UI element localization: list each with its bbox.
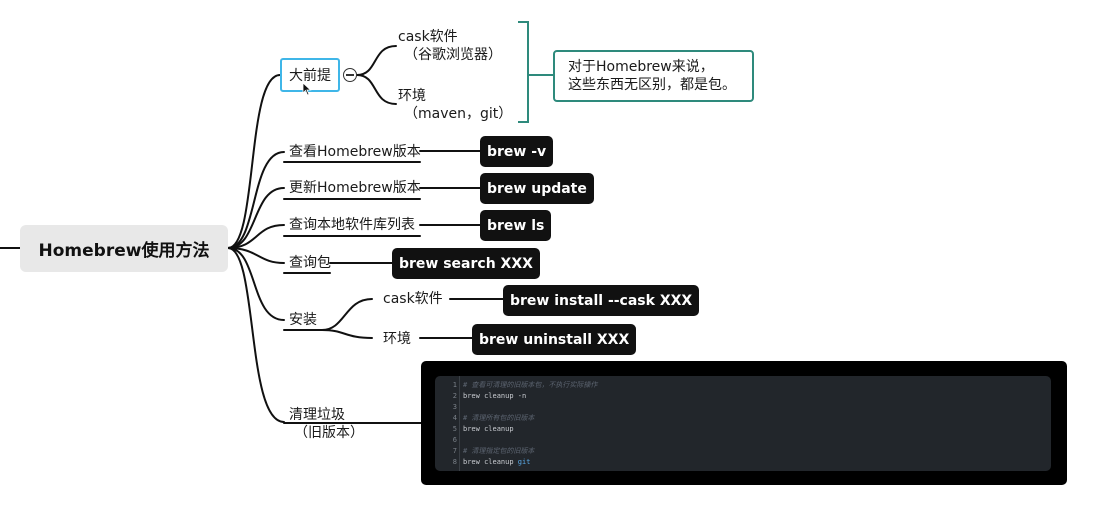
code-text: brew cleanup -n xyxy=(463,392,527,400)
summary-note-line2: 这些东西无区别，都是包。 xyxy=(568,77,736,93)
install-cask-command[interactable]: brew install --cask XXX xyxy=(503,285,700,316)
edge-install-cask xyxy=(321,298,373,331)
root-node[interactable]: Homebrew使用方法 xyxy=(20,225,228,272)
search-node[interactable]: 查询包 xyxy=(289,255,331,271)
install-cask-node[interactable]: cask软件 xyxy=(383,291,443,307)
line-number: 6 xyxy=(452,436,457,444)
code-keyword: git xyxy=(517,458,531,466)
premise-label: 大前提 xyxy=(289,68,331,84)
edge-install xyxy=(227,247,285,321)
list-node[interactable]: 查询本地软件库列表 xyxy=(289,217,415,233)
premise-cask-label: cask软件 xyxy=(398,29,458,45)
cleanup-label: 清理垃圾 xyxy=(289,407,345,423)
line-number: 1 xyxy=(452,381,457,389)
install-node[interactable]: 安装 xyxy=(289,312,317,328)
line-number: 7 xyxy=(452,447,457,455)
summary-note[interactable]: 对于Homebrew来说， 这些东西无区别，都是包。 xyxy=(553,50,754,102)
edge-premise-cask xyxy=(356,45,397,76)
collapse-toggle-icon[interactable] xyxy=(343,68,357,82)
edge-version xyxy=(227,151,285,249)
edge-install-env xyxy=(321,329,373,339)
install-env-command[interactable]: brew uninstall XXX xyxy=(472,324,637,355)
premise-env-node[interactable]: 环境 （maven，git） xyxy=(398,87,512,123)
cleanup-code-image: 1 # 查看可清理的旧版本包，不执行实际操作 2 brew cleanup -n 3… xyxy=(421,361,1067,485)
cleanup-node[interactable]: 清理垃圾 （旧版本） xyxy=(289,406,364,442)
code-text: brew cleanup xyxy=(463,458,518,466)
summary-note-line1: 对于Homebrew来说， xyxy=(568,59,714,75)
version-node[interactable]: 查看Homebrew版本 xyxy=(289,144,421,160)
line-number: 4 xyxy=(452,414,457,422)
edge-premise xyxy=(227,74,281,249)
code-text: brew cleanup xyxy=(463,425,514,433)
premise-cask-node[interactable]: cask软件 （谷歌浏览器） xyxy=(398,28,502,64)
line-number: 5 xyxy=(452,425,457,433)
edge-list xyxy=(227,224,285,249)
edge-premise-env xyxy=(356,74,397,105)
code-text: # 清理所有包的旧版本 xyxy=(463,414,535,422)
code-gutter xyxy=(459,376,460,471)
mouse-pointer-icon xyxy=(302,82,312,96)
premise-cask-sub: （谷歌浏览器） xyxy=(404,47,502,63)
line-number: 2 xyxy=(452,392,457,400)
update-command[interactable]: brew update xyxy=(480,173,594,204)
search-command[interactable]: brew search XXX xyxy=(392,248,540,279)
edge-cleanup xyxy=(227,247,285,423)
line-number: 3 xyxy=(452,403,457,411)
update-node[interactable]: 更新Homebrew版本 xyxy=(289,180,421,196)
premise-env-sub: （maven，git） xyxy=(404,106,513,122)
cleanup-sub: （旧版本） xyxy=(294,425,364,441)
line-number: 8 xyxy=(452,458,457,466)
code-panel: 1 # 查看可清理的旧版本包，不执行实际操作 2 brew cleanup -n 3… xyxy=(435,376,1051,471)
install-env-node[interactable]: 环境 xyxy=(383,331,411,347)
root-label: Homebrew使用方法 xyxy=(38,241,210,261)
list-command[interactable]: brew ls xyxy=(480,210,552,241)
code-text: # 查看可清理的旧版本包，不执行实际操作 xyxy=(463,381,598,389)
premise-env-label: 环境 xyxy=(398,88,426,104)
edge-search xyxy=(227,247,285,264)
version-command[interactable]: brew -v xyxy=(480,136,554,167)
code-text: # 清理指定包的旧版本 xyxy=(463,447,535,455)
edge-update xyxy=(227,187,285,249)
summary-bracket xyxy=(518,21,529,123)
premise-node[interactable]: 大前提 xyxy=(280,58,340,92)
